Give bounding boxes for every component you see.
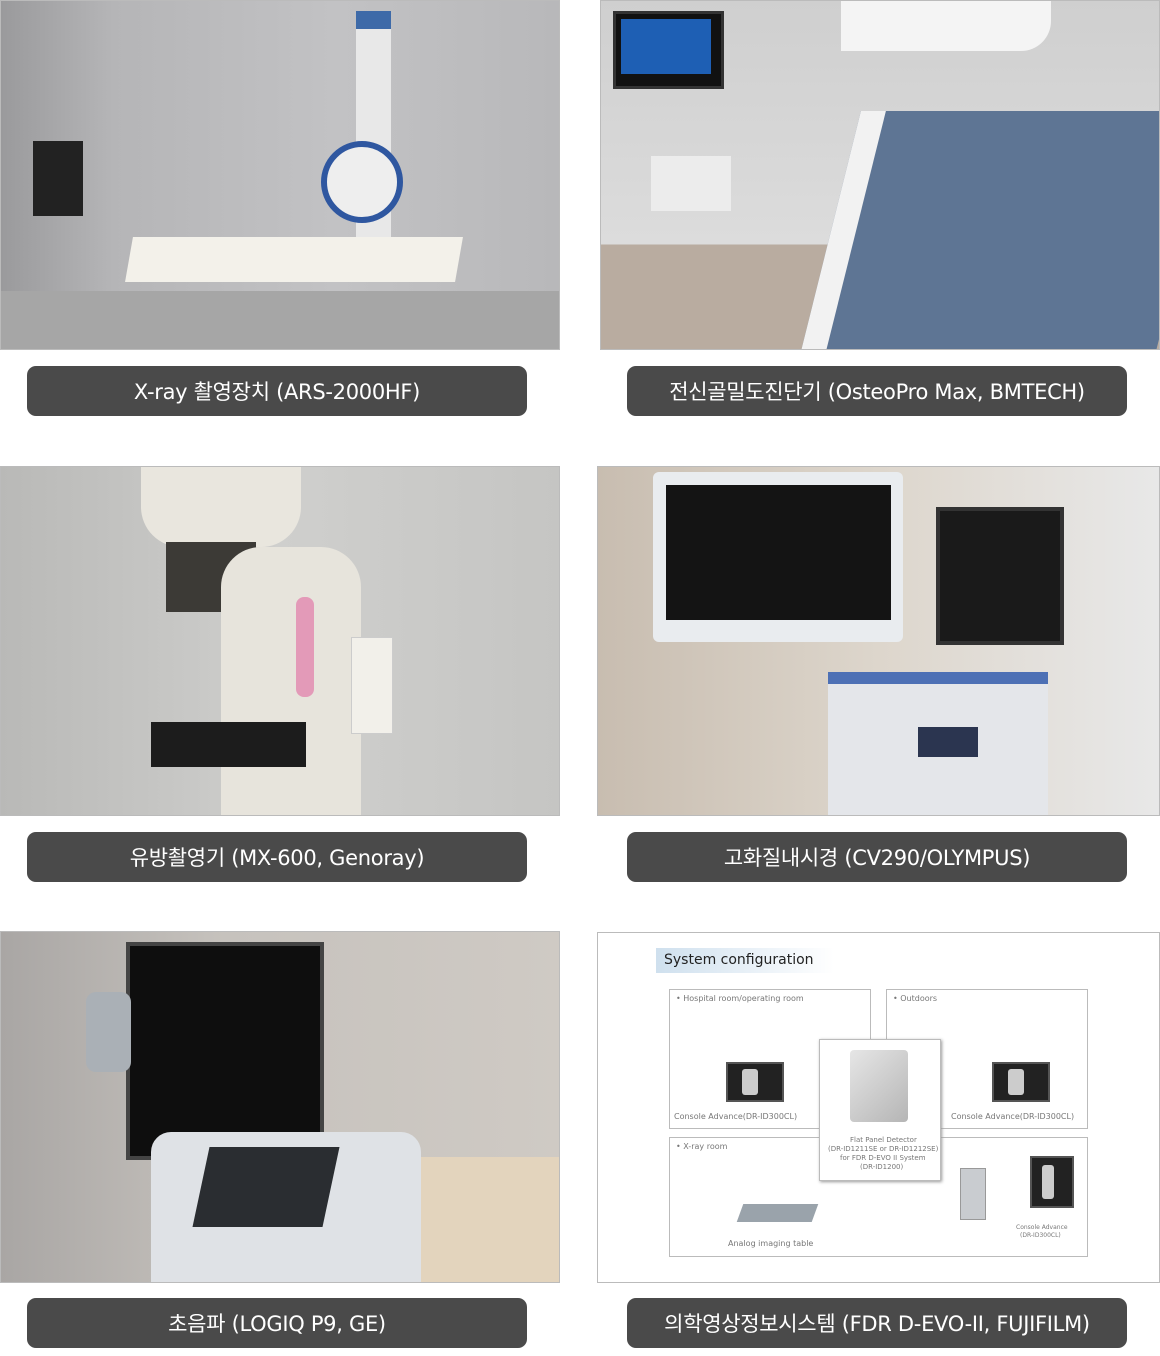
workstation-tower-icon xyxy=(960,1168,986,1220)
console-monitor-icon xyxy=(726,1062,784,1102)
console-left-label: Console Advance(DR-ID300CL) xyxy=(674,1112,798,1121)
caption-endoscope: 고화질내시경 (CV290/OLYMPUS) xyxy=(627,832,1127,882)
flat-panel-detector-icon xyxy=(850,1050,908,1122)
analog-table-label: Analog imaging table xyxy=(728,1239,814,1248)
caption-bone-densitometer: 전신골밀도진단기 (OsteoPro Max, BMTECH) xyxy=(627,366,1127,416)
imaging-table-icon xyxy=(736,1204,819,1222)
caption-mammography: 유방촬영기 (MX-600, Genoray) xyxy=(27,832,527,882)
console-bottom-label-1: Console Advance xyxy=(1016,1224,1068,1231)
photo-xray xyxy=(0,0,560,350)
photo-ultrasound xyxy=(0,931,560,1283)
workstation-monitor-icon xyxy=(1030,1156,1074,1208)
detector-box: Flat Panel Detector (DR-ID1211SE or DR-I… xyxy=(819,1039,941,1181)
detector-label-4: (DR-ID1200) xyxy=(860,1163,904,1171)
xray-room-label: • X-ray room xyxy=(676,1142,728,1151)
photo-mammography xyxy=(0,466,560,816)
console-bottom-label-2: (DR-ID300CL) xyxy=(1020,1232,1061,1239)
caption-ultrasound: 초음파 (LOGIQ P9, GE) xyxy=(27,1298,527,1348)
diagram-system-configuration: System configuration • Hospital room/ope… xyxy=(597,932,1160,1283)
caption-pacs: 의학영상정보시스템 (FDR D-EVO-II, FUJIFILM) xyxy=(627,1298,1127,1348)
detector-label-2: (DR-ID1211SE or DR-ID1212SE) xyxy=(828,1145,939,1153)
caption-xray: X-ray 촬영장치 (ARS-2000HF) xyxy=(27,366,527,416)
detector-label-1: Flat Panel Detector xyxy=(850,1136,917,1144)
console-monitor-icon xyxy=(992,1062,1050,1102)
outdoors-label: • Outdoors xyxy=(893,994,938,1003)
detector-label-3: for FDR D-EVO II System xyxy=(840,1154,926,1162)
diagram-title: System configuration xyxy=(656,948,834,973)
photo-bone-densitometer xyxy=(600,0,1160,350)
console-right-label: Console Advance(DR-ID300CL) xyxy=(951,1112,1075,1121)
hospital-label: • Hospital room/operating room xyxy=(676,994,804,1003)
photo-endoscope xyxy=(597,466,1160,816)
